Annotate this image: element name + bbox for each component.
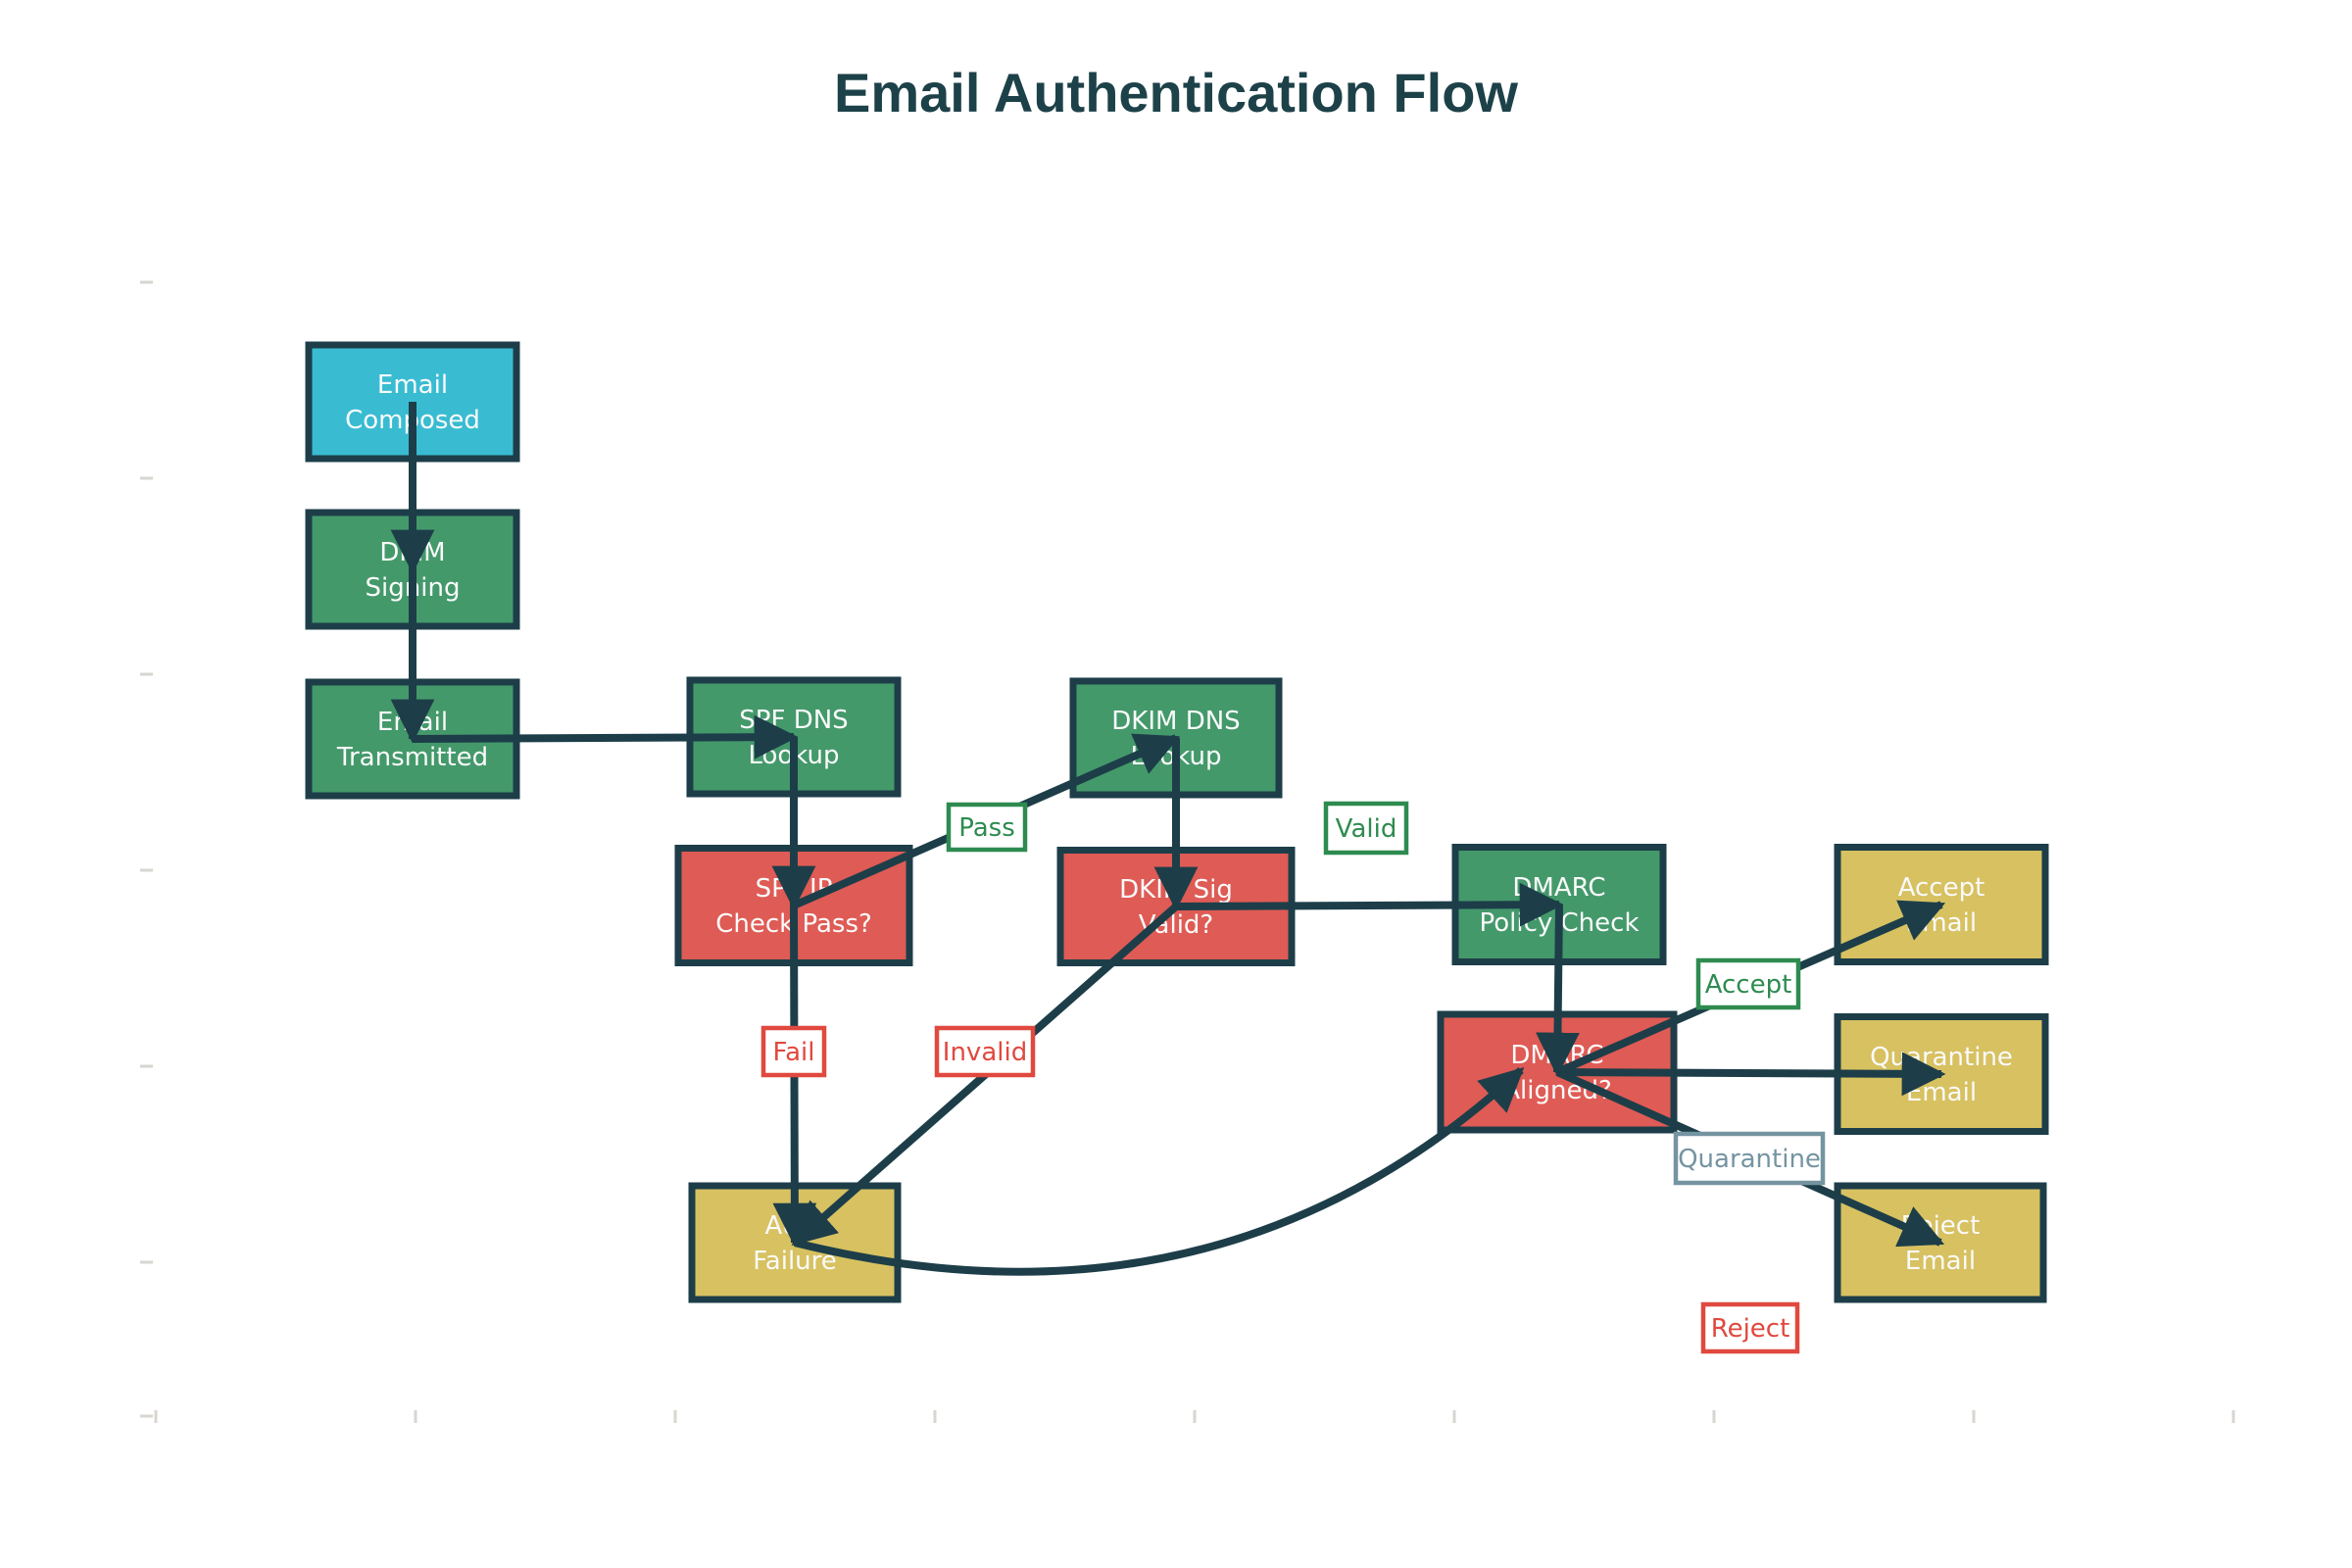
edge-label-text: Invalid [943, 1038, 1027, 1067]
edge-label-valid: Valid [1323, 801, 1409, 856]
edge-auth-failure-to-dmarc-aligned [794, 1066, 1525, 1276]
edge-label-box [1695, 957, 1801, 1010]
edge-label-box [1323, 801, 1409, 856]
edge-label-box [934, 1025, 1036, 1078]
edge-label-invalid: Invalid [934, 1025, 1036, 1078]
edge-label-text: Fail [773, 1038, 815, 1067]
edge-label-text: Reject [1711, 1314, 1790, 1344]
edge-label-accept: Accept [1695, 957, 1801, 1010]
edge-email-transmitted-to-spf-dns-lookup [412, 714, 799, 760]
edge-label-text: Pass [958, 813, 1015, 843]
edge-label-box [1700, 1301, 1800, 1354]
edge-label-text: Quarantine [1678, 1145, 1821, 1174]
edge-label-box [760, 1025, 827, 1078]
edge-label-box [1673, 1131, 1826, 1186]
edge-dmarc-policy-check-to-dmarc-aligned [1536, 904, 1580, 1077]
chart-title: Email Authentication Flow [834, 62, 1518, 123]
edge-label-box [946, 802, 1028, 853]
edge-label-reject: Reject [1700, 1301, 1800, 1354]
edge-label-text: Accept [1705, 970, 1792, 1000]
edge-label-text: Valid [1336, 814, 1397, 844]
edge-label-pass: Pass [946, 802, 1028, 853]
edge-dmarc-aligned-to-quarantine-email [1556, 1052, 1946, 1097]
edge-label-quarantine: Quarantine [1673, 1131, 1826, 1186]
edge-label-fail: Fail [760, 1025, 827, 1078]
edge-dkim-sig-valid-to-dmarc-policy-check [1175, 882, 1564, 927]
axis-ticks [140, 280, 2235, 1423]
